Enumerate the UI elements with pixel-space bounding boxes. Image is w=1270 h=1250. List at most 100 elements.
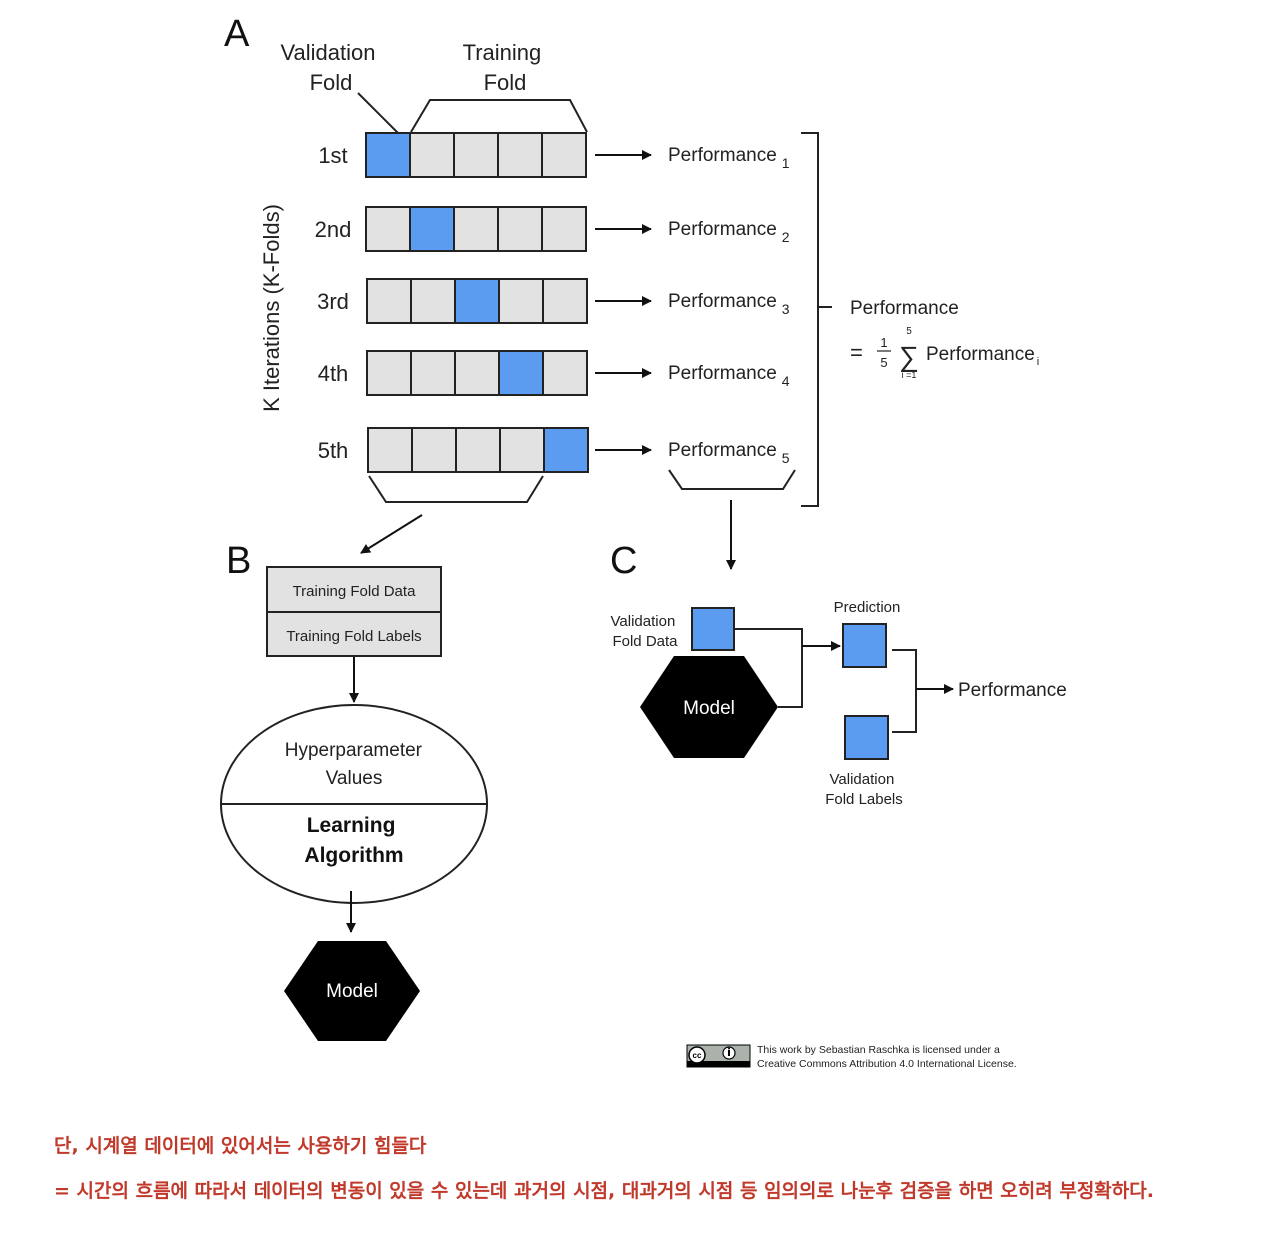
iteration-performance-subscript: 4 <box>782 373 790 389</box>
training-data-bracket-bottom <box>368 475 544 503</box>
iteration-label: 1st <box>318 143 347 168</box>
training-fold-cell <box>499 427 545 473</box>
note-timeseries-caveat: 단, 시계열 데이터에 있어서는 사용하기 힘들다 <box>54 1135 427 1157</box>
training-fold-cell <box>541 206 587 252</box>
model-hexagon-b <box>284 941 420 1041</box>
iteration-performance-subscript: 1 <box>782 155 790 171</box>
validation-fold-pointer <box>357 92 399 134</box>
validation-fold-data-line2: Fold Data <box>612 633 678 650</box>
training-fold-cell <box>366 278 412 324</box>
iteration-performance: Performance 3 <box>668 291 790 317</box>
training-fold-cell <box>367 427 413 473</box>
training-fold-cell <box>497 132 543 178</box>
validation-fold-data-line1: Validation <box>611 613 676 630</box>
formula-sum-lower: i =1 <box>902 370 917 380</box>
training-fold-data-text: Training Fold Data <box>293 583 416 600</box>
training-fold-label-line1: Training <box>463 40 542 65</box>
iteration-label: 5th <box>318 438 349 463</box>
formula-equals: = <box>850 340 863 365</box>
iteration-performance-subscript: 3 <box>782 301 790 317</box>
connector-data-to-merge <box>734 628 803 646</box>
panel-c-performance-label: Performance <box>958 680 1067 701</box>
license-notice: cc This work by Sebastian Raschka is lic… <box>686 1044 1017 1070</box>
formula-term-name: Performance <box>926 344 1035 365</box>
iteration-row: 5th Performance 5 <box>318 427 790 473</box>
training-fold-cell <box>498 278 544 324</box>
k-iterations-axis-label: K Iterations (K-Folds) <box>259 204 284 412</box>
validation-fold-label-line2: Fold <box>310 70 353 95</box>
validation-fold-cell <box>543 427 589 473</box>
formula-sigma: ∑ <box>899 341 919 372</box>
training-fold-cell <box>542 350 588 396</box>
connector-prediction-to-merge <box>892 649 917 689</box>
training-fold-data-box <box>266 566 442 613</box>
cc-by-badge-icon: cc <box>686 1044 751 1068</box>
connector-model-to-merge <box>778 646 803 708</box>
training-fold-cell <box>497 206 543 252</box>
formula-denominator: 5 <box>880 355 887 370</box>
iteration-performance: Performance 1 <box>668 145 790 171</box>
validation-fold-labels-line1: Validation <box>830 771 895 788</box>
validation-fold-label: Validation Fold <box>280 40 381 95</box>
training-fold-cell <box>410 350 456 396</box>
note-timeseries-explanation: = 시간의 흐름에 따라서 데이터의 변동이 있을 수 있는데 과거의 시점, … <box>54 1180 1154 1202</box>
hyperparameter-values-line2: Values <box>326 768 383 789</box>
prediction-square <box>842 623 887 668</box>
connector-labels-to-merge <box>892 689 917 733</box>
training-fold-cell <box>365 206 411 252</box>
model-text-b: Model <box>326 981 378 1002</box>
training-fold-cell <box>455 427 501 473</box>
arrow-a-to-b <box>360 514 423 554</box>
training-fold-cell <box>411 427 457 473</box>
training-fold-label-line2: Fold <box>484 70 527 95</box>
panel-b: B Training Fold Data Training Fold Label… <box>220 540 488 1041</box>
panel-a-label: A <box>224 13 250 55</box>
svg-text:cc: cc <box>693 1051 702 1060</box>
training-fold-labels-text: Training Fold Labels <box>286 628 421 645</box>
iteration-performance-name: Performance <box>668 363 777 384</box>
validation-fold-data-text: Validation Fold Data <box>611 613 680 650</box>
license-line1: This work by Sebastian Raschka is licens… <box>757 1044 1000 1056</box>
training-fold-cell <box>409 132 455 178</box>
training-fold-label: Training Fold <box>463 40 548 95</box>
panel-c: C Validation Fold Data Model Prediction … <box>610 540 1067 808</box>
validation-fold-labels-text: Validation Fold Labels <box>825 771 903 808</box>
training-fold-cell <box>454 350 500 396</box>
performance-summary-bracket <box>801 132 819 507</box>
formula-numerator: 1 <box>880 335 887 350</box>
learning-algorithm-line2: Algorithm <box>304 844 403 867</box>
training-fold-bracket <box>410 99 588 133</box>
iteration-performance-subscript: 5 <box>782 450 790 466</box>
training-fold-cell <box>453 206 499 252</box>
iteration-label: 4th <box>318 361 349 386</box>
training-fold-cell <box>366 350 412 396</box>
training-fold-cell <box>453 132 499 178</box>
performance-bracket-bottom <box>668 469 796 490</box>
validation-fold-labels-line2: Fold Labels <box>825 791 903 808</box>
learning-algorithm-text: Learning Algorithm <box>304 814 403 867</box>
iteration-performance-name: Performance <box>668 219 777 240</box>
iteration-performance: Performance 5 <box>668 440 790 466</box>
iteration-performance-name: Performance <box>668 440 777 461</box>
training-fold-cell <box>410 278 456 324</box>
iteration-performance-name: Performance <box>668 291 777 312</box>
iteration-label: 2nd <box>315 217 352 242</box>
validation-fold-data-square <box>691 607 735 651</box>
formula-sum-upper: 5 <box>906 326 912 337</box>
model-hexagon-c <box>640 656 778 758</box>
training-fold-cell <box>542 278 588 324</box>
iteration-performance-name: Performance <box>668 145 777 166</box>
performance-summary-title: Performance <box>850 298 959 319</box>
validation-fold-cell <box>409 206 455 252</box>
hyperparameter-values-line1: Hyperparameter <box>285 740 423 761</box>
iteration-row: 1st Performance 1 <box>318 132 790 178</box>
hyperparameter-values-text: Hyperparameter Values <box>285 740 428 789</box>
model-text-c: Model <box>683 698 735 719</box>
iteration-performance: Performance 4 <box>668 363 790 389</box>
validation-fold-labels-square <box>844 715 889 760</box>
